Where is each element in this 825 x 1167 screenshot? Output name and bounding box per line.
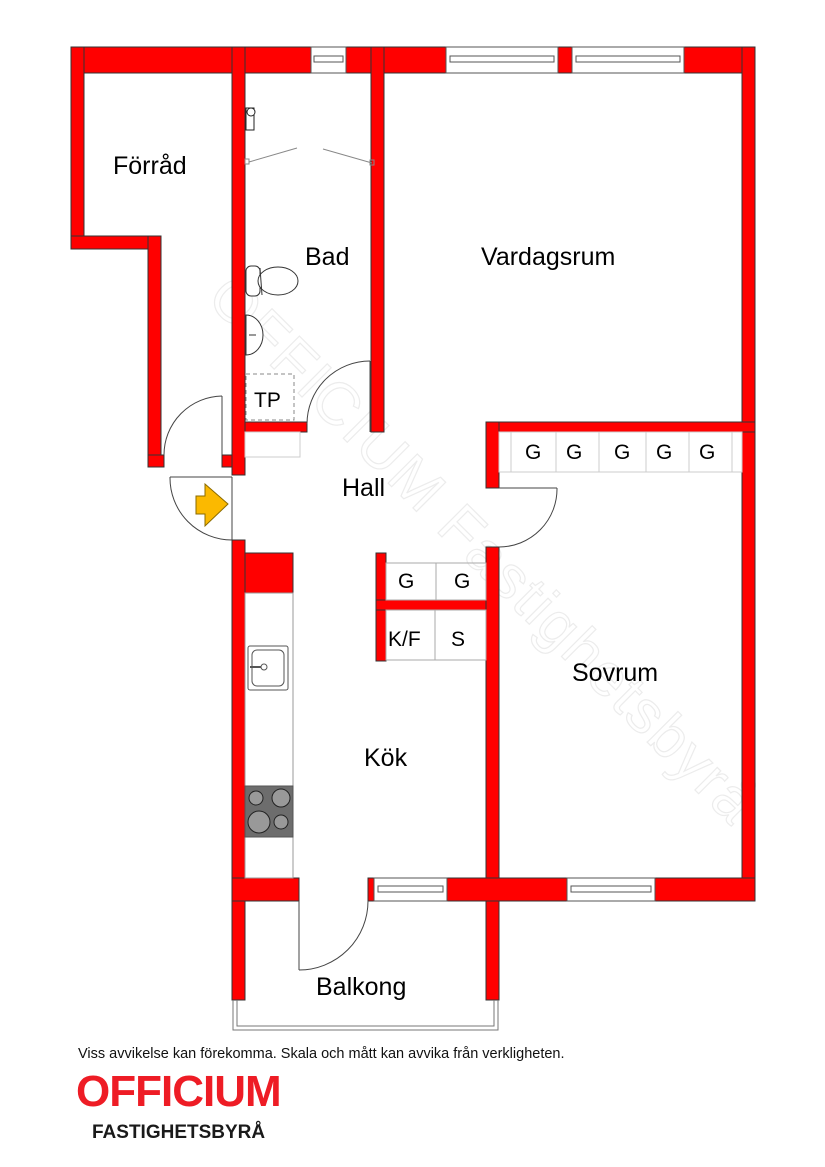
window-sovrum xyxy=(566,877,656,902)
door-balkong xyxy=(298,900,369,971)
room-label-sovrum: Sovrum xyxy=(572,659,658,687)
room-label-forrad: Förråd xyxy=(113,152,187,180)
room-label-hall: Hall xyxy=(342,474,385,502)
wardrobe-label: G xyxy=(656,441,672,464)
wardrobes-sovrum xyxy=(498,431,743,473)
toilet-icon xyxy=(245,265,299,297)
door-forrad xyxy=(163,395,223,456)
door-entrance xyxy=(169,476,233,541)
walls xyxy=(70,46,756,1001)
windows xyxy=(310,46,685,902)
wardrobe-label: G xyxy=(566,441,582,464)
doors xyxy=(163,360,558,971)
balcony-railing xyxy=(232,1000,499,1031)
room-label-balkong: Balkong xyxy=(316,973,406,1001)
wardrobe-label: G xyxy=(454,570,470,593)
floor-plan: OFFICIUM Fastighetsbyrå xyxy=(70,46,771,1031)
brand-subtitle: FASTIGHETSBYRÅ xyxy=(92,1122,266,1143)
disclaimer-text: Viss avvikelse kan förekomma. Skala och … xyxy=(78,1046,565,1062)
room-label-bad: Bad xyxy=(305,243,349,271)
door-bad xyxy=(306,360,371,432)
entrance-arrow-icon xyxy=(195,482,229,528)
window-bad xyxy=(310,46,347,74)
wardrobe-label: G xyxy=(699,441,715,464)
kitchen-counter xyxy=(244,592,294,879)
closets-hall xyxy=(385,562,487,661)
door-sovrum xyxy=(498,487,558,548)
s-label: S xyxy=(451,628,465,651)
kf-label: K/F xyxy=(388,628,421,651)
window-vardagsrum-1 xyxy=(445,46,559,74)
wardrobe-label: G xyxy=(398,570,414,593)
stove-icon xyxy=(244,785,294,838)
kitchen-sink-icon xyxy=(247,645,289,691)
room-label-kok: Kök xyxy=(364,744,408,772)
shower-curtain xyxy=(244,147,375,166)
sink-icon xyxy=(245,314,264,356)
wardrobe-label: G xyxy=(525,441,541,464)
brand-logo: OFFICIUM xyxy=(76,1067,282,1116)
window-vardagsrum-2 xyxy=(571,46,685,74)
tp-label: TP xyxy=(254,389,281,412)
tp-area: TP xyxy=(244,373,301,458)
window-kok xyxy=(373,877,448,902)
shower-icon xyxy=(245,107,256,131)
room-label-vardagsrum: Vardagsrum xyxy=(481,243,615,271)
wardrobe-label: G xyxy=(614,441,630,464)
